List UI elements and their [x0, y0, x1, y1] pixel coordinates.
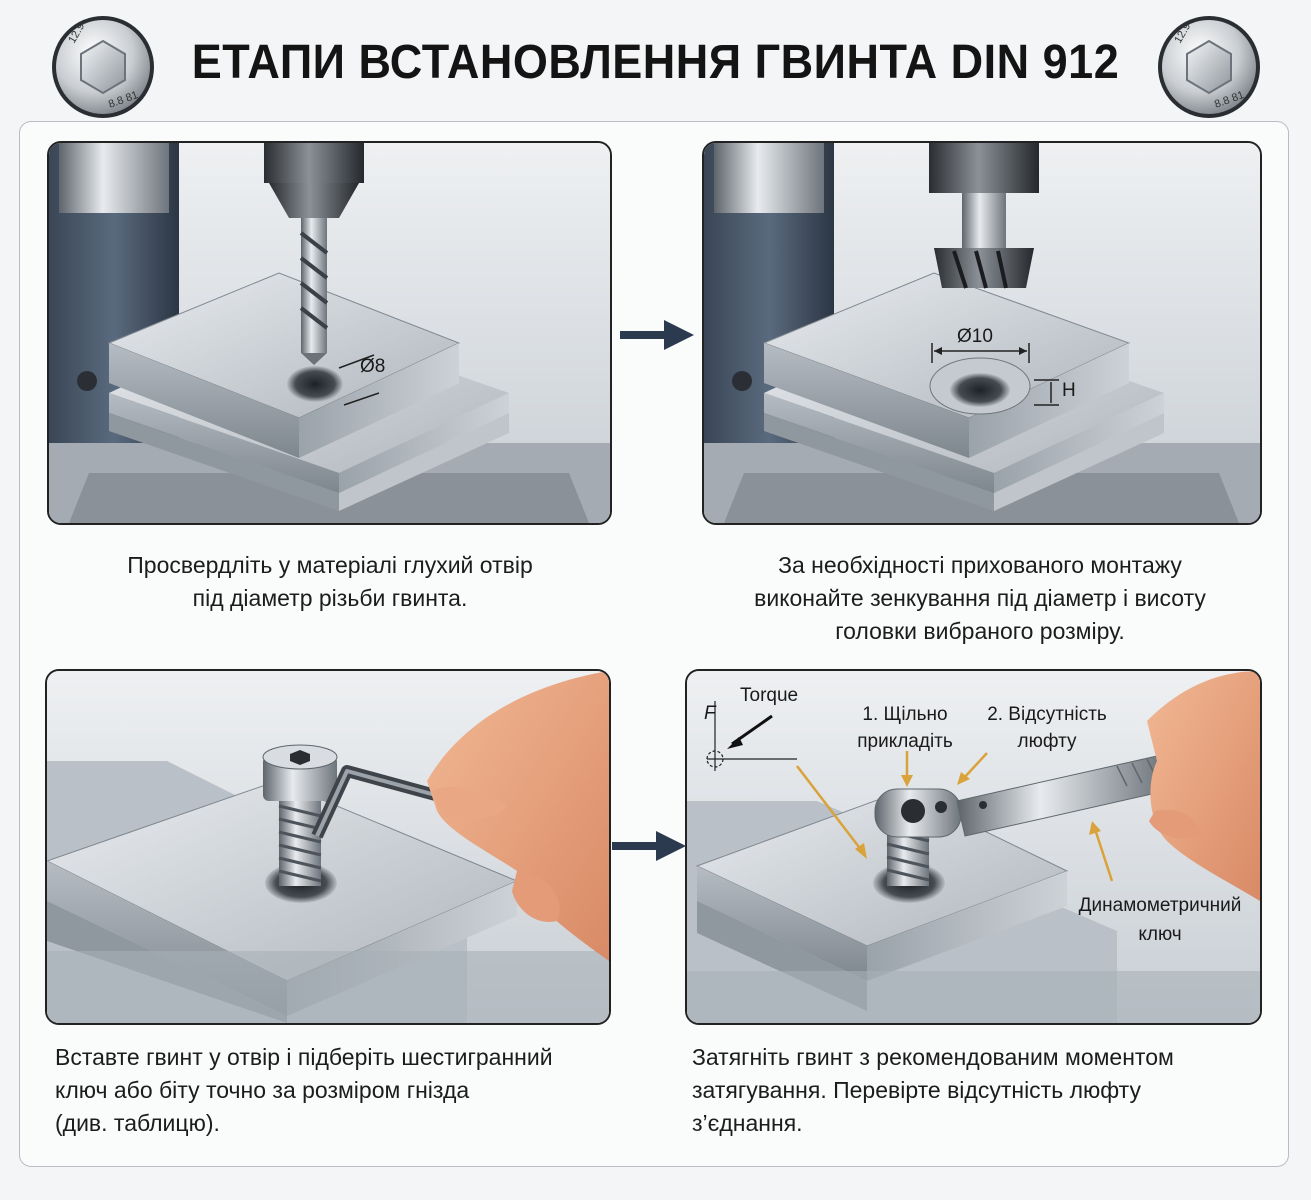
bolt-head-badge-right: 12.9 8.8 81: [1158, 16, 1260, 118]
step3-illustration: [45, 669, 611, 1025]
note1-label: 1. Щільно прикладіть: [857, 704, 953, 752]
countersink-tool-icon: [929, 143, 1039, 193]
step1-diameter-label: Ø8: [360, 356, 386, 377]
step2-caption: За необхідності прихованого монтажу вико…: [754, 552, 1206, 644]
step4-caption: Затягніть гвинт з рекомендованим моменто…: [692, 1044, 1174, 1136]
torque-label: Torque: [740, 685, 799, 706]
next-step-arrow-icon: [612, 831, 686, 861]
step4-illustration: F Torque 1. Щільно прикладіть 2. Відсутн…: [685, 669, 1262, 1025]
hex-socket-bolt-head-icon: [80, 39, 126, 95]
next-step-arrow-icon: [620, 320, 694, 350]
bolt-head-badge-left: 12.9 8.8 81: [52, 16, 154, 118]
hand-icon: [1147, 671, 1260, 901]
step1-caption: Просвердліть у матеріалі глухий отвір пі…: [127, 552, 533, 611]
page-title: ЕТАПИ ВСТАНОВЛЕННЯ ГВИНТА DIN 912: [191, 33, 1120, 89]
hand-icon: [427, 671, 609, 961]
step1-illustration: Ø8: [47, 141, 612, 525]
torque-wrench-label: Динамометричний ключ: [1078, 895, 1242, 945]
hex-socket-bolt-head-icon: [1186, 39, 1232, 95]
step3-caption: Вставте гвинт у отвір і підберіть шестиг…: [55, 1044, 553, 1136]
step2-diameter-label: Ø10: [957, 326, 993, 347]
step2-height-label: H: [1062, 380, 1076, 401]
step2-illustration: Ø10 H: [702, 141, 1262, 525]
note2-label: 2. Відсутність люфту: [987, 704, 1107, 752]
force-label: F: [704, 703, 716, 724]
